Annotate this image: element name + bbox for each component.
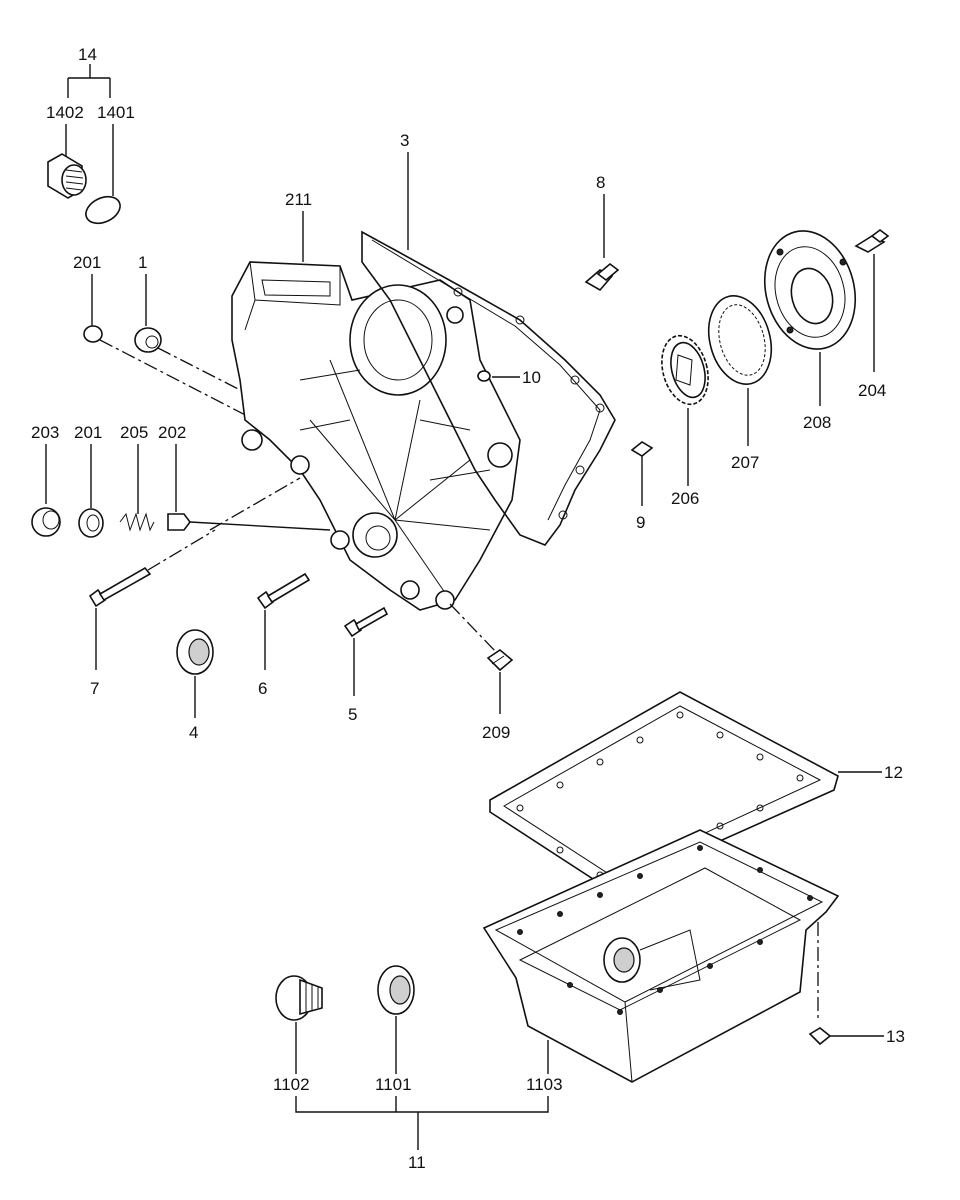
oil-filler-cap-1402 xyxy=(47,153,87,199)
callout-7: 7 xyxy=(90,679,99,698)
callout-10: 10 xyxy=(522,368,541,387)
callout-201-mid: 201 xyxy=(74,423,102,442)
bolt-5 xyxy=(343,606,389,638)
callout-211: 211 xyxy=(285,190,312,209)
relief-valve-202 xyxy=(167,513,191,531)
plug-10 xyxy=(477,370,491,382)
plug-203 xyxy=(31,507,61,537)
callout-5: 5 xyxy=(348,705,357,724)
callout-1402: 1402 xyxy=(46,103,84,122)
callout-1401: 1401 xyxy=(97,103,135,122)
callout-14: 14 xyxy=(78,45,97,64)
callout-1103: 1103 xyxy=(526,1075,563,1094)
plug-209 xyxy=(486,649,514,672)
oil-pan-1103 xyxy=(482,829,840,1083)
drain-washer-1101 xyxy=(377,965,415,1015)
bolt-13 xyxy=(808,1027,832,1046)
callout-207: 207 xyxy=(731,453,759,472)
callout-204: 204 xyxy=(858,381,886,400)
callout-8: 8 xyxy=(596,173,605,192)
bolt-8 xyxy=(584,262,620,292)
front-cover-housing-211 xyxy=(231,261,521,611)
oil-pump-cover-208 xyxy=(763,230,857,350)
callout-13: 13 xyxy=(886,1027,905,1046)
callout-3: 3 xyxy=(400,131,409,150)
bushing-1 xyxy=(134,327,162,353)
inner-gear-206 xyxy=(661,334,709,406)
callout-1: 1 xyxy=(138,253,147,272)
bolt-204 xyxy=(854,229,890,253)
oil-pan-gasket-12 xyxy=(489,691,839,891)
callout-208: 208 xyxy=(803,413,831,432)
spring-205 xyxy=(119,512,155,532)
cover-gasket-3 xyxy=(361,230,616,546)
callout-1102: 1102 xyxy=(273,1075,310,1094)
washer-201 xyxy=(78,508,104,538)
callout-9: 9 xyxy=(636,513,645,532)
callout-1101: 1101 xyxy=(375,1075,412,1094)
long-bolt-7 xyxy=(88,566,152,608)
callout-205: 205 xyxy=(120,423,148,442)
callout-203: 203 xyxy=(31,423,59,442)
callout-6: 6 xyxy=(258,679,267,698)
o-ring-1401 xyxy=(85,195,121,225)
callout-201-top: 201 xyxy=(73,253,101,272)
drain-plug-1102 xyxy=(275,975,323,1021)
plug-201-top xyxy=(83,325,103,343)
callout-202: 202 xyxy=(158,423,186,442)
callout-4: 4 xyxy=(189,723,198,742)
callout-12: 12 xyxy=(884,763,903,782)
callout-206: 206 xyxy=(671,489,699,508)
callout-11: 11 xyxy=(408,1153,426,1172)
part-group-14: 14 1402 1401 xyxy=(46,45,135,225)
outer-gear-207 xyxy=(707,295,773,385)
bolt-6 xyxy=(256,572,311,610)
callout-209: 209 xyxy=(482,723,510,742)
oil-seal-4 xyxy=(176,629,214,675)
bolt-9 xyxy=(630,441,654,506)
